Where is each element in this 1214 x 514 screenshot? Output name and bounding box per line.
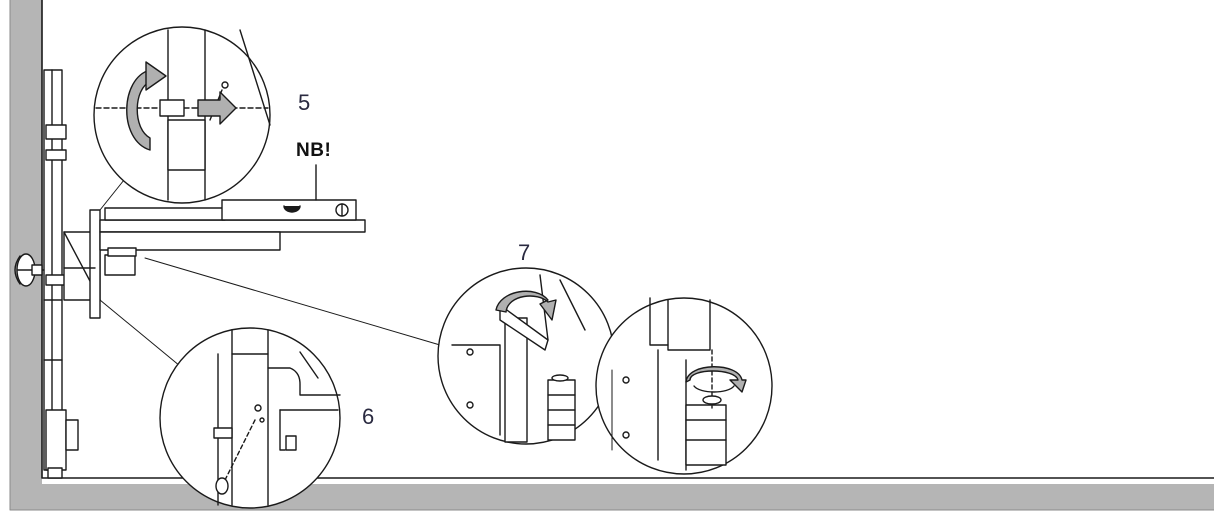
- step-number-6: 6: [362, 404, 375, 429]
- leader-lines: [99, 179, 441, 367]
- detail-circle-5: [93, 26, 271, 204]
- wall-upright: [43, 69, 79, 479]
- detail-circle-7a: [437, 267, 615, 445]
- step-number-7: 7: [518, 240, 531, 265]
- rotate-arrow-icon: [14, 253, 45, 287]
- shelf-bracket: [63, 207, 366, 319]
- rotate-arrow-icon: [495, 290, 557, 321]
- push-arrow-icon: [197, 91, 237, 125]
- note-label: NB!: [296, 140, 332, 161]
- rotate-arrow-icon: [126, 69, 151, 151]
- rotate-arrow-icon: [685, 366, 747, 393]
- spirit-level-icon: [221, 164, 357, 221]
- detail-circle-6: [159, 327, 341, 509]
- step-number-5: 5: [298, 90, 311, 115]
- detail-circle-7b: [595, 297, 773, 475]
